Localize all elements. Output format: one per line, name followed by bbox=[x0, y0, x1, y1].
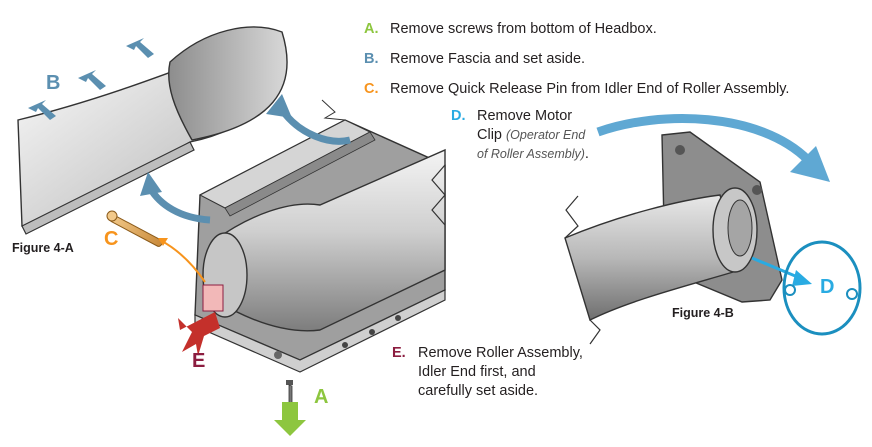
clip-icon bbox=[782, 240, 862, 336]
step-e-letter: E. bbox=[392, 345, 406, 361]
step-d-letter: D. bbox=[451, 108, 466, 124]
arrows-b bbox=[28, 38, 154, 120]
step-d-line2: Clip bbox=[477, 127, 507, 143]
step-d-note2: of Roller Assembly) bbox=[477, 147, 585, 161]
callout-e: E bbox=[192, 350, 206, 372]
callout-b: B bbox=[46, 72, 61, 94]
arrow-a bbox=[274, 402, 306, 436]
step-e-line2: Idler End first, and bbox=[418, 364, 536, 380]
figure-4b-label: Figure 4-B bbox=[672, 306, 734, 320]
step-a-text: Remove screws from bottom of Headbox. bbox=[390, 21, 657, 37]
callout-a: A bbox=[314, 386, 329, 408]
step-c-text: Remove Quick Release Pin from Idler End … bbox=[390, 81, 790, 97]
pin-icon bbox=[106, 210, 163, 247]
step-e-line1: Remove Roller Assembly, bbox=[418, 345, 583, 361]
figure-4a-label: Figure 4-A bbox=[12, 241, 74, 255]
arrow-d bbox=[751, 256, 801, 280]
step-e-line3: carefully set aside. bbox=[418, 383, 539, 399]
step-a: A. Remove screws from bottom of Headbox. bbox=[364, 21, 657, 37]
step-a-letter: A. bbox=[364, 21, 379, 37]
step-d-note1: (Operator End bbox=[506, 128, 586, 142]
step-c-letter: C. bbox=[364, 81, 379, 97]
curved-arrow-d bbox=[596, 114, 812, 164]
step-e: E. Remove Roller Assembly, Idler End firs… bbox=[392, 344, 583, 401]
callout-c: C bbox=[104, 228, 119, 250]
callout-d: D bbox=[820, 276, 835, 298]
step-d-line1: Remove Motor bbox=[477, 108, 573, 124]
step-c: C. Remove Quick Release Pin from Idler En… bbox=[364, 81, 789, 97]
step-b-letter: B. bbox=[364, 51, 379, 67]
arrow-e bbox=[178, 312, 220, 356]
step-b-text: Remove Fascia and set aside. bbox=[390, 51, 586, 67]
step-b: B. Remove Fascia and set aside. bbox=[364, 51, 585, 67]
step-d-tail: . bbox=[584, 146, 589, 162]
step-d: D. Remove Motor Clip (Operator End of Rol… bbox=[451, 107, 589, 164]
fascia-part bbox=[17, 26, 288, 235]
